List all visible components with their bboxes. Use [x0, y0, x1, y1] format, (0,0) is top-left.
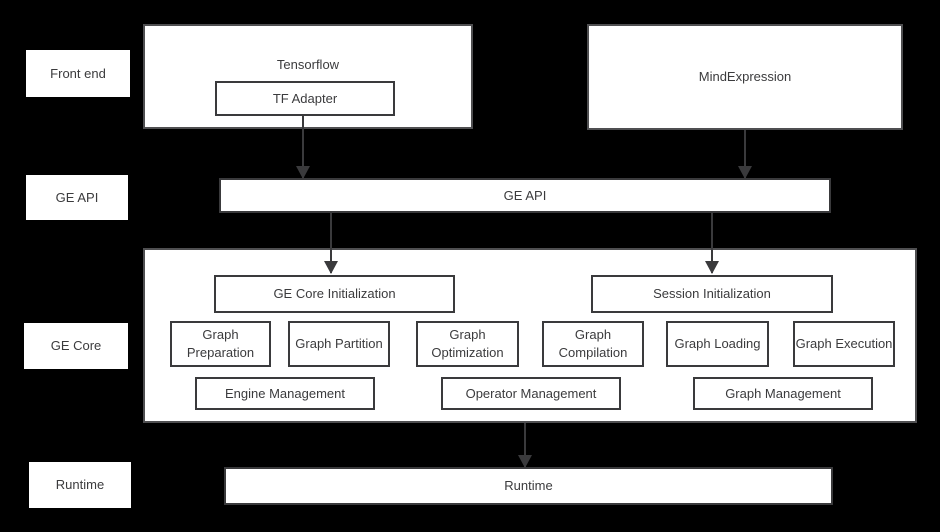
ge-api-label: GE API	[503, 187, 547, 203]
module-graph-preparation: Graph Preparation	[170, 321, 271, 367]
session-initialization-box: Session Initialization	[591, 275, 833, 313]
tensorflow-label: Tensorflow	[276, 57, 340, 72]
tf-adapter-label: TF Adapter	[272, 90, 338, 106]
row-label-runtime: Runtime	[29, 462, 131, 508]
arrow-ge-api-to-session-init	[711, 213, 713, 273]
module-graph-loading: Graph Loading	[666, 321, 769, 367]
module-graph-partition: Graph Partition	[288, 321, 390, 367]
module-graph-optimization: Graph Optimization	[416, 321, 519, 367]
arrow-mindexpression-to-ge-api	[744, 130, 746, 178]
row-label-ge-api: GE API	[26, 175, 128, 220]
module-graph-execution: Graph Execution	[793, 321, 895, 367]
ge-api-box: GE API	[219, 178, 831, 213]
arrow-ge-api-to-ge-core-init	[330, 213, 332, 273]
graph-management-box: Graph Management	[693, 377, 873, 410]
tf-adapter-box: TF Adapter	[215, 81, 395, 116]
ge-core-box: GE Core Initialization Session Initializ…	[143, 248, 917, 423]
runtime-box: Runtime	[224, 467, 833, 505]
mindexpression-box: MindExpression	[587, 24, 903, 130]
arrow-tf-adapter-to-ge-api	[302, 114, 304, 178]
arrow-ge-core-to-runtime	[524, 423, 526, 467]
module-graph-compilation: Graph Compilation	[542, 321, 644, 367]
mindexpression-label: MindExpression	[698, 69, 792, 85]
engine-management-box: Engine Management	[195, 377, 375, 410]
runtime-label: Runtime	[504, 478, 553, 494]
row-label-ge-core: GE Core	[24, 323, 128, 369]
row-label-front-end: Front end	[26, 50, 130, 97]
operator-management-box: Operator Management	[441, 377, 621, 410]
ge-core-initialization-box: GE Core Initialization	[214, 275, 455, 313]
tensorflow-box: Tensorflow TF Adapter	[143, 24, 473, 129]
